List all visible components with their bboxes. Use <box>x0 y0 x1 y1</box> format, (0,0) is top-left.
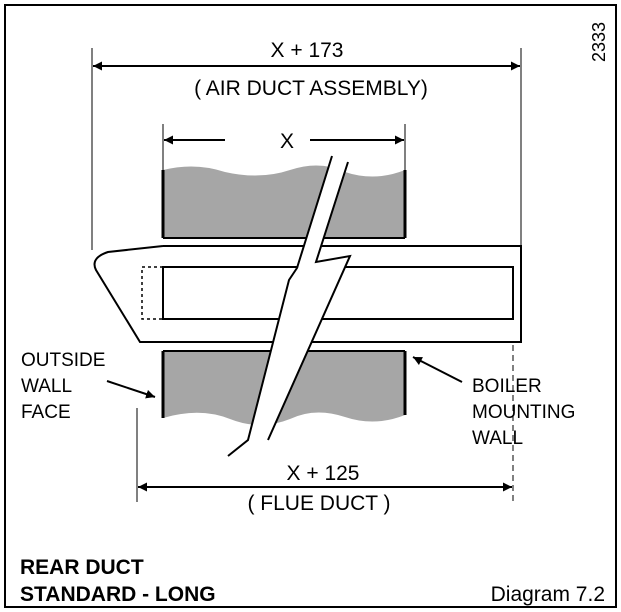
outside-wall-face-line1: OUTSIDE <box>21 350 105 371</box>
outside-wall-face-line3: FACE <box>21 402 71 423</box>
leader-outside-wall <box>106 380 156 399</box>
outside-wall-face-line2: WALL <box>21 376 72 397</box>
figure-id: 2333 <box>589 22 609 62</box>
wall-thickness-label: X <box>280 130 294 153</box>
section-break <box>227 156 350 470</box>
diagram-frame <box>4 4 617 608</box>
boiler-mounting-wall-line2: MOUNTING <box>472 402 575 423</box>
leader-boiler-wall <box>412 356 463 383</box>
boiler-mounting-wall-line3: WALL <box>472 428 523 449</box>
break-line-left <box>227 155 333 457</box>
diagram-ref: Diagram 7.2 <box>491 583 605 606</box>
footer-title-line1: REAR DUCT <box>20 556 144 579</box>
boiler-mounting-wall-line1: BOILER <box>472 376 542 397</box>
flue-duct-caption: ( FLUE DUCT ) <box>247 492 390 515</box>
air-duct-length-label: X + 173 <box>271 39 344 62</box>
footer-title-line2: STANDARD - LONG <box>20 583 216 606</box>
air-duct-caption: ( AIR DUCT ASSEMBLY) <box>194 77 428 100</box>
flue-duct-length-label: X + 125 <box>287 462 360 485</box>
break-line-right <box>267 161 352 441</box>
terminal-nose <box>93 245 164 343</box>
upper-wall-section <box>163 165 405 238</box>
